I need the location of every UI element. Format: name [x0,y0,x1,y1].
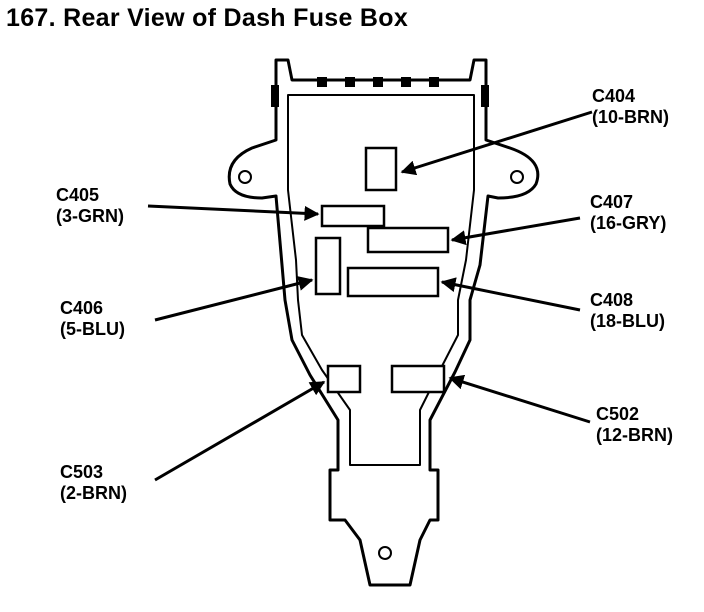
connector-id: C404 [592,86,636,106]
connector-id: C406 [60,298,104,318]
connector-wire: (10-BRN) [592,107,670,127]
connector-id: C405 [56,185,100,205]
arrow-c404 [400,110,593,176]
arrow-c407 [450,216,581,246]
connector-c502-box [390,364,446,394]
connector-id: C407 [590,192,634,212]
label-c502: C502 (12-BRN) [596,404,673,446]
label-c407: C407 (16-GRY) [590,192,666,234]
arrow-c405 [147,204,320,221]
arrow-c503 [154,380,326,482]
connector-id: C408 [590,290,634,310]
connector-c503-box [326,364,362,394]
label-c408: C408 (18-BLU) [590,290,665,332]
diagram-title: 167. Rear View of Dash Fuse Box [6,4,409,32]
connector-c406-box [314,236,342,296]
mounting-hole-left [238,170,252,184]
connector-wire: (5-BLU) [60,319,125,339]
connector-id: C502 [596,404,640,424]
label-c503: C503 (2-BRN) [60,462,127,504]
fuse-box-outline [227,58,540,587]
connector-c408-box [346,266,440,298]
arrow-c502 [448,374,591,424]
connector-c405-box [320,204,386,228]
label-c405: C405 (3-GRN) [56,185,124,227]
connector-wire: (16-GRY) [590,213,667,233]
mounting-hole-right [510,170,524,184]
arrow-c406 [154,276,314,322]
connector-wire: (3-GRN) [56,206,124,226]
connector-wire: (18-BLU) [590,311,665,331]
connector-wire: (2-BRN) [60,483,127,503]
connector-id: C503 [60,462,104,482]
top-clip-teeth [271,77,489,107]
connector-c407-box [366,226,450,254]
label-c404: C404 (10-BRN) [592,86,669,128]
arrow-c408 [440,277,581,312]
mounting-hole-bottom [378,546,392,560]
label-c406: C406 (5-BLU) [60,298,125,340]
connector-c404-box [364,146,398,192]
connector-wire: (12-BRN) [596,425,674,445]
